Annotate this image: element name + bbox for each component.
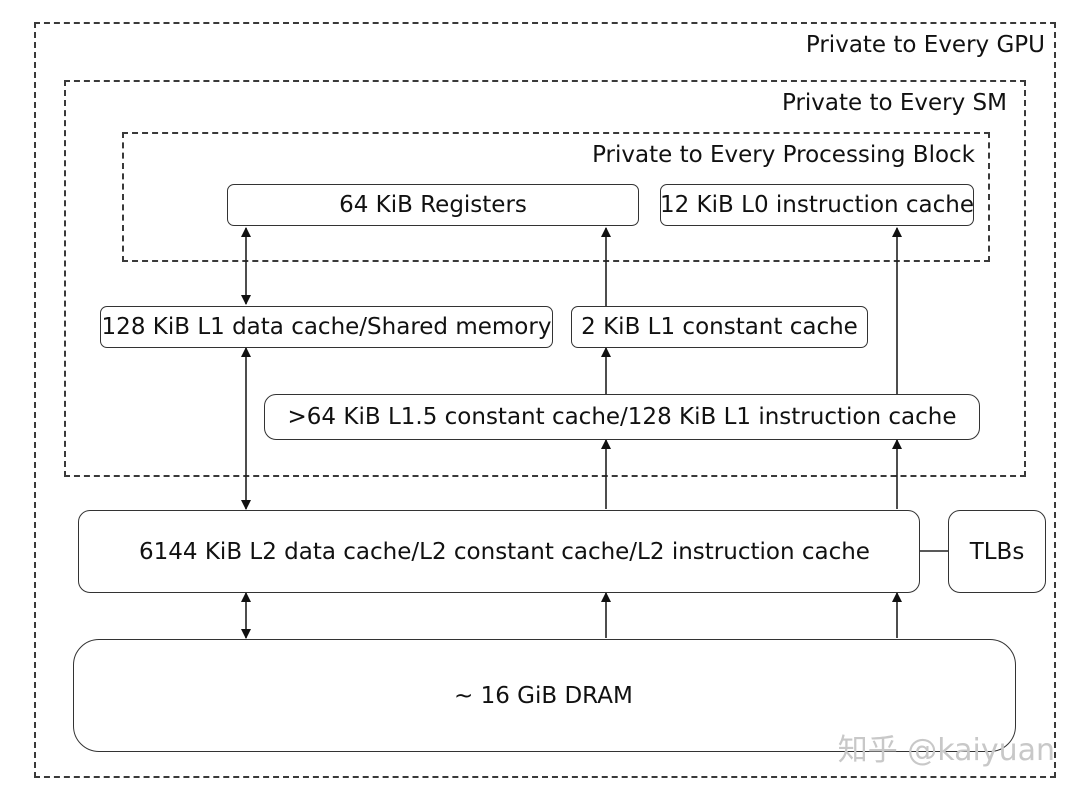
label-private-sm: Private to Every SM — [781, 90, 1007, 116]
box-registers: 64 KiB Registers — [227, 184, 639, 226]
box-l0-instruction-cache: 12 KiB L0 instruction cache — [660, 184, 974, 226]
watermark: 知乎 @kaiyuan — [837, 733, 1055, 768]
label-private-block: Private to Every Processing Block — [592, 142, 975, 168]
box-tlbs: TLBs — [948, 510, 1046, 593]
box-dram: ~ 16 GiB DRAM — [73, 639, 1016, 752]
region-processing-block — [122, 132, 990, 262]
box-l15-cache: >64 KiB L1.5 constant cache/128 KiB L1 i… — [264, 394, 980, 440]
region-sm — [64, 80, 1026, 477]
label-private-gpu: Private to Every GPU — [805, 32, 1045, 58]
box-l2-cache: 6144 KiB L2 data cache/L2 constant cache… — [78, 510, 920, 593]
box-l1-constant-cache: 2 KiB L1 constant cache — [571, 306, 868, 348]
region-gpu — [34, 22, 1056, 778]
box-l1-data-cache: 128 KiB L1 data cache/Shared memory — [100, 306, 553, 348]
